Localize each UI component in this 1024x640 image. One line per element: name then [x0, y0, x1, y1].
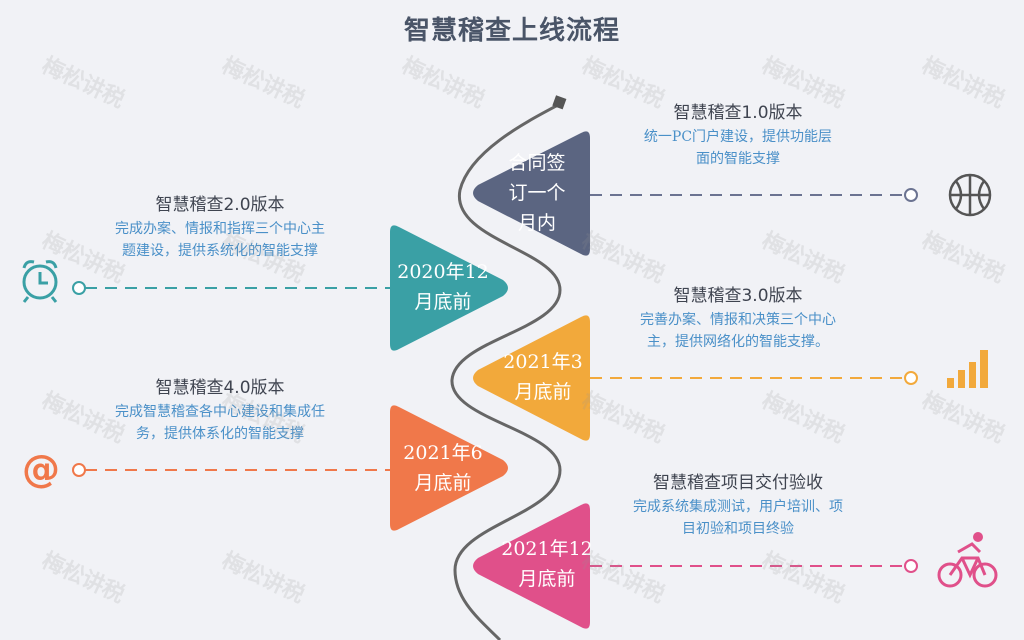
description-heading: 智慧稽查3.0版本 — [673, 286, 803, 306]
stage-triangle-2-shape — [390, 225, 508, 351]
description-body: 完成智慧稽查各中心建设和集成任务，提供体系化的智能支撑 — [115, 404, 325, 442]
cyclist-icon — [937, 532, 998, 588]
endpoint-5 — [904, 559, 918, 573]
endpoint-1 — [904, 188, 918, 202]
description-body: 完成办案、情报和指挥三个中心主题建设，提供系统化的智能支撑 — [115, 221, 325, 259]
description-block-1: 智慧稽查1.0版本 统一PC门户建设，提供功能层面的智能支撑 — [618, 100, 858, 170]
stage-label-3: 2021年3 月底前 — [503, 351, 583, 403]
description-heading: 智慧稽查4.0版本 — [155, 378, 285, 398]
stage-triangle-3-shape — [473, 315, 590, 441]
description-heading: 智慧稽查项目交付验收 — [653, 473, 823, 493]
serpentine-line — [450, 102, 562, 640]
serpentine-end-marker — [552, 95, 567, 110]
stage-triangle-5-shape — [473, 503, 590, 629]
stage-label-1: 合同签 订一个 月内 — [508, 152, 566, 234]
description-block-3: 智慧稽查3.0版本 完善办案、情报和决策三个中心主，提供网络化的智能支撑。 — [618, 283, 858, 353]
description-body: 完善办案、情报和决策三个中心主，提供网络化的智能支撑。 — [640, 312, 836, 350]
description-block-4: 智慧稽查4.0版本 完成智慧稽查各中心建设和集成任务，提供体系化的智能支撑 — [100, 375, 340, 445]
endpoint-3 — [904, 371, 918, 385]
description-body: 完成系统集成测试，用户培训、项目初验和项目终验 — [633, 499, 843, 537]
description-heading: 智慧稽查2.0版本 — [155, 195, 285, 215]
endpoint-4 — [72, 463, 86, 477]
stage-label-2: 2020年12 月底前 — [397, 261, 489, 313]
description-block-5: 智慧稽查项目交付验收 完成系统集成测试，用户培训、项目初验和项目终验 — [618, 470, 858, 540]
description-body: 统一PC门户建设，提供功能层面的智能支撑 — [643, 129, 833, 167]
stage-label-4: 2021年6 月底前 — [403, 442, 483, 494]
stage-triangle-1-shape — [473, 131, 590, 256]
description-heading: 智慧稽查1.0版本 — [673, 103, 803, 123]
stage-label-5: 2021年12 月底前 — [501, 538, 593, 590]
description-block-2: 智慧稽查2.0版本 完成办案、情报和指挥三个中心主题建设，提供系统化的智能支撑 — [100, 192, 340, 262]
alarm-clock-icon — [22, 260, 58, 303]
stage-triangle-4-shape — [390, 405, 508, 531]
page-title: 智慧稽查上线流程 — [403, 16, 620, 46]
signal-bars-icon — [947, 350, 988, 388]
svg-text:@: @ — [22, 447, 60, 491]
basketball-icon — [948, 173, 992, 217]
endpoint-2 — [72, 281, 86, 295]
at-sign-icon: @ — [22, 447, 60, 491]
